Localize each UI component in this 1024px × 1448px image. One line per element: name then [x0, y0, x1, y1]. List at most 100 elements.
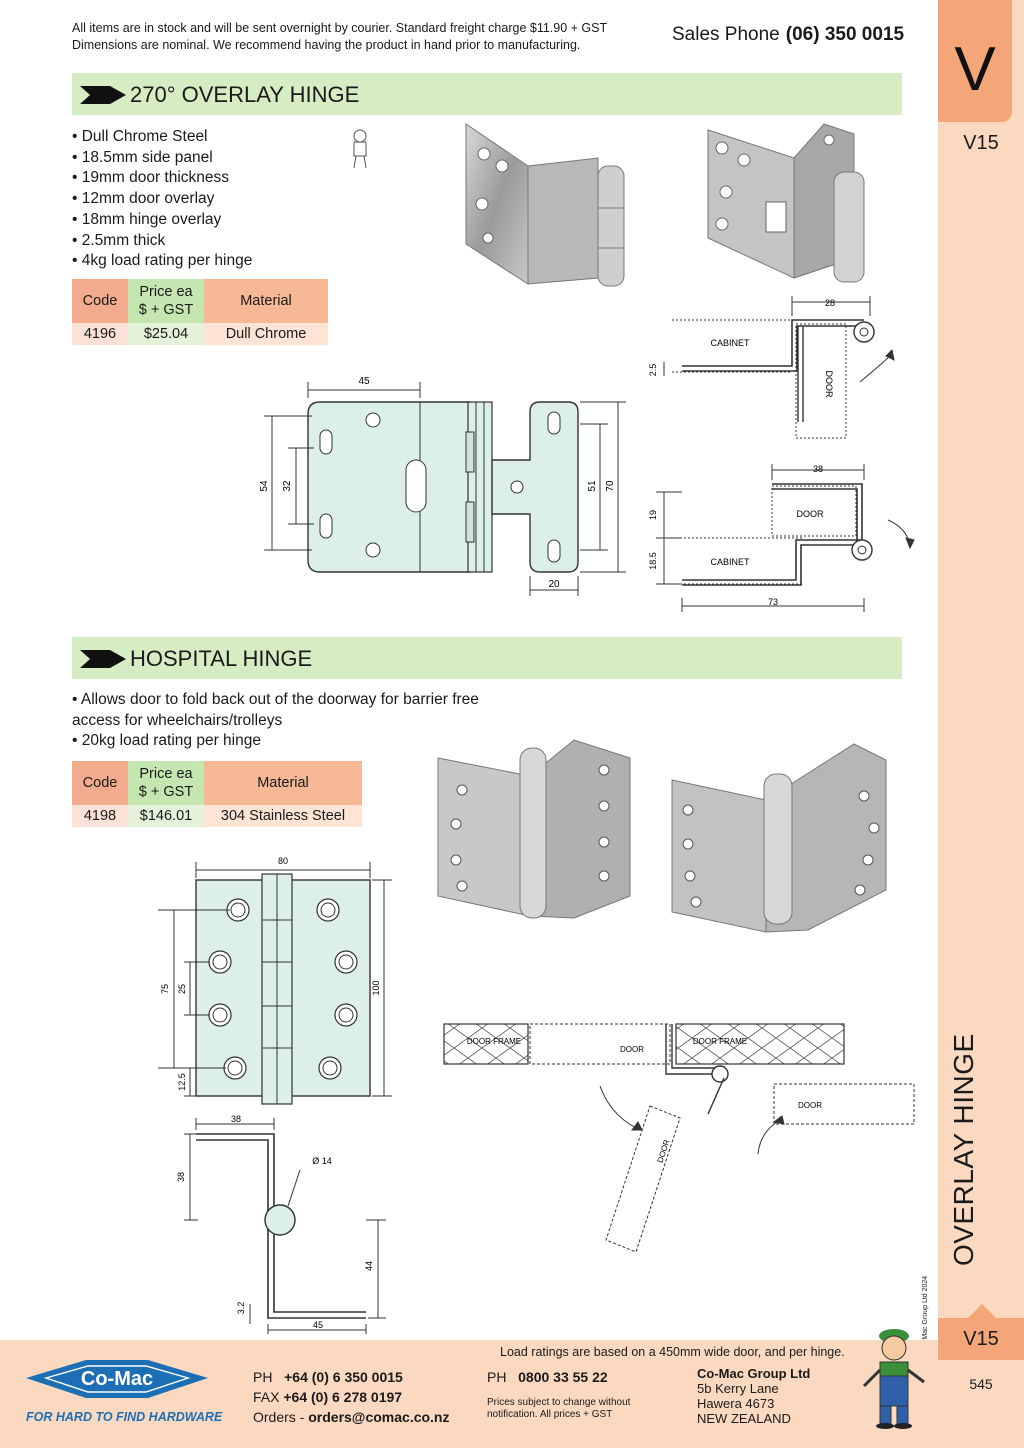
dim-44: 44: [364, 1261, 374, 1271]
comac-logo[interactable]: Co-Mac: [24, 1354, 210, 1406]
section-title-text: OVERLAY HINGE: [948, 1033, 979, 1266]
feature-item: • 12mm door overlay: [72, 190, 215, 208]
hospital-hinge-front-drawing: 80 75 25 12.5 100: [158, 856, 392, 1105]
dim-dia-14: Ø 14: [312, 1156, 332, 1166]
overlay-hinge-front-drawing: 45 54 32 51 70 20: [259, 376, 626, 596]
phone2-label: PH: [487, 1369, 507, 1385]
dim-80: 80: [278, 856, 288, 866]
feature-item: • 19mm door thickness: [72, 169, 230, 187]
cell-price: $25.04: [128, 323, 204, 345]
price-table-4196: Code Price ea$ + GST Material 4196 $25.0…: [72, 279, 328, 345]
price-table-4198: Code Price ea$ + GST Material 4198 $146.…: [72, 761, 362, 827]
section-bar-overlay-hinge: 270° OVERLAY HINGE: [72, 73, 902, 115]
feature-item: • Allows door to fold back out of the do…: [72, 691, 479, 708]
fax-number: +64 (0) 6 278 0197: [283, 1389, 403, 1405]
label-cabinet-2: CABINET: [710, 557, 750, 567]
prices-note-1: Prices subject to change without: [487, 1397, 631, 1408]
dim-20: 20: [548, 579, 560, 590]
dim-100: 100: [371, 980, 381, 995]
col-price: Price ea$ + GST: [128, 279, 204, 323]
col-material: Material: [204, 761, 362, 805]
dim-28: 28: [825, 298, 835, 308]
arrow-icon: [80, 650, 126, 668]
load-rating-note: Load ratings are based on a 450mm wide d…: [500, 1345, 845, 1359]
dim-18-5: 18.5: [648, 552, 658, 570]
cell-code: 4196: [72, 323, 128, 345]
section-code-top: V15: [963, 132, 999, 154]
col-price: Price ea$ + GST: [128, 761, 204, 805]
section-title-vertical: OVERLAY HINGE: [948, 1033, 988, 1270]
feature-item: • 20kg load rating per hinge: [72, 732, 261, 750]
overlay-hinge-photo-1: [465, 123, 625, 287]
dim-3-2: 3.2: [236, 1302, 246, 1315]
dim-32: 32: [282, 480, 293, 492]
sales-phone-label: Sales Phone: [672, 24, 780, 45]
company-name: Co-Mac Group Ltd: [697, 1366, 811, 1381]
section-tab-column: [938, 0, 1024, 1448]
label-door-frame-right: DOOR FRAME: [693, 1037, 747, 1046]
label-door-center: DOOR: [620, 1045, 644, 1054]
feature-item: • 18.5mm side panel: [72, 148, 213, 166]
hospital-hinge-profile-drawing: 38 38 Ø 14 44 3.2 45: [176, 1114, 386, 1334]
hospital-hinge-photo-1: [437, 739, 631, 919]
feature-item: • Dull Chrome Steel: [72, 128, 208, 145]
tagline: FOR HARD TO FIND HARDWARE: [26, 1410, 223, 1424]
section-title: 270° OVERLAY HINGE: [130, 82, 360, 107]
prices-note-2: notification. All prices + GST: [487, 1409, 613, 1420]
feature-item: • 18mm hinge overlay: [72, 210, 222, 228]
cell-code: 4198: [72, 805, 128, 827]
contact-block: PH +64 (0) 6 350 0015 FAX +64 (0) 6 278 …: [253, 1367, 450, 1427]
dim-45: 45: [358, 376, 370, 387]
freight-notice: All items are in stock and will be sent …: [72, 20, 632, 54]
page-number: 545: [969, 1376, 993, 1392]
label-door-open: DOOR: [798, 1101, 822, 1110]
cell-material: Dull Chrome: [204, 323, 328, 345]
dim-38-side: 38: [176, 1172, 186, 1182]
sales-phone-number[interactable]: (06) 350 0015: [785, 24, 905, 45]
feature-item: access for wheelchairs/trolleys: [72, 711, 283, 729]
arrow-icon: [80, 86, 126, 104]
dim-51: 51: [587, 480, 598, 492]
notice-line-2: Dimensions are nominal. We recommend hav…: [72, 38, 581, 52]
mascot-icon: [862, 1329, 925, 1429]
col-code: Code: [72, 279, 128, 323]
address-block: Co-Mac Group Ltd 5b Kerry Lane Hawera 46…: [697, 1366, 810, 1426]
feature-item: • 4kg load rating per hinge: [72, 252, 253, 270]
hospital-hinge-plan-drawing: DOOR FRAME DOOR DOOR FRAME DOOR DOOR: [443, 1023, 915, 1253]
col-material: Material: [204, 279, 328, 323]
orders-label: Orders -: [253, 1409, 305, 1425]
table-row: 4196 $25.04 Dull Chrome: [72, 323, 328, 345]
dim-19: 19: [648, 510, 658, 520]
feature-item: • 2.5mm thick: [72, 231, 166, 249]
label-door-2: DOOR: [797, 509, 825, 519]
label-door-frame-left: DOOR FRAME: [467, 1037, 521, 1046]
table-row: 4198 $146.01 304 Stainless Steel: [72, 805, 362, 827]
phone-number[interactable]: +64 (0) 6 350 0015: [284, 1369, 403, 1385]
label-door: DOOR: [824, 371, 834, 399]
dim-12-5: 12.5: [177, 1073, 187, 1091]
freephone-number[interactable]: 0800 33 55 22: [518, 1369, 608, 1385]
col-code: Code: [72, 761, 128, 805]
overlay-hinge-side-view-2: 38 19 18.5 73 DOOR CABINET: [648, 464, 915, 612]
dim-38: 38: [813, 464, 823, 474]
address-line-2: Hawera 4673: [697, 1396, 775, 1411]
feature-list-hospital: • Allows door to fold back out of the do…: [72, 690, 479, 752]
cell-material: 304 Stainless Steel: [204, 805, 362, 827]
dim-38-top: 38: [231, 1114, 241, 1124]
overlay-hinge-photo-2: [707, 123, 865, 283]
dim-2-5: 2.5: [648, 364, 658, 377]
overlay-hinge-side-view-1: 28 2.5 CABINET DOOR: [648, 296, 895, 439]
dim-25: 25: [177, 984, 187, 994]
footer-tab-shape: [0, 1340, 246, 1362]
section-bar-hospital-hinge: HOSPITAL HINGE: [72, 637, 902, 679]
label-cabinet: CABINET: [710, 338, 750, 348]
section-code-bottom: V15: [938, 1318, 1024, 1360]
cell-price: $146.01: [128, 805, 204, 827]
notice-line-1: All items are in stock and will be sent …: [72, 21, 608, 35]
mascot-icon: [353, 129, 367, 169]
dim-73: 73: [768, 597, 778, 607]
fax-label: FAX: [253, 1389, 280, 1405]
orders-email[interactable]: orders@comac.co.nz: [308, 1409, 450, 1425]
section-letter: V: [938, 0, 1012, 122]
hospital-hinge-photo-2: [671, 743, 887, 933]
